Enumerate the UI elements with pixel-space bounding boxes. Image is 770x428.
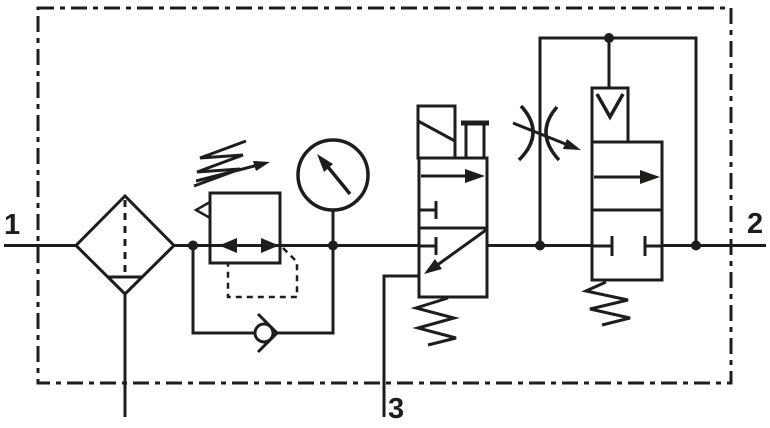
lower-blocked-port-right <box>643 236 662 256</box>
gauge-dial <box>296 138 370 212</box>
adjustment-arrow-shaft <box>512 121 569 147</box>
restrictor-arc-right <box>544 105 561 162</box>
solenoid-valve-3-2-symbol <box>382 104 489 417</box>
check-valve-seat <box>256 312 280 354</box>
gauge-needle-head <box>317 154 333 172</box>
regulator-arrow-left <box>219 238 237 253</box>
upper-flow-arrow-head <box>640 170 660 184</box>
exhaust-flow-arrow-head <box>424 259 442 274</box>
exhaust-line-to-port-3 <box>382 274 419 417</box>
pilot-loop-line <box>538 36 698 245</box>
manual-override-stems <box>464 125 486 158</box>
regulator-arrow-right <box>261 238 279 253</box>
restrictor-arc-left <box>517 104 535 162</box>
pressure-gauge-symbol <box>296 138 370 245</box>
gauge-needle <box>326 165 352 196</box>
enclosure-boundary <box>36 6 733 385</box>
junction-dot <box>691 240 701 251</box>
junction-dots <box>188 33 701 251</box>
pressure-regulator-symbol <box>193 139 299 299</box>
bypass-line-right <box>277 245 335 335</box>
junction-dot <box>604 33 614 43</box>
junction-dot <box>188 240 198 251</box>
adjustment-arrow-head <box>563 139 581 150</box>
lower-blocked-port <box>419 237 438 255</box>
flow-control-valve-symbol <box>512 104 581 162</box>
return-spring <box>581 280 631 327</box>
lower-blocked-port-left <box>592 236 614 256</box>
pilot-sensing-dashed-line <box>226 247 299 299</box>
solenoid-diagonal <box>417 119 456 143</box>
check-valve-bypass <box>191 245 335 354</box>
return-spring <box>410 296 460 347</box>
exhaust-flow-arrow-shaft <box>435 228 487 268</box>
adjustment-arrow-head <box>253 161 270 171</box>
port-3-label: 3 <box>388 393 404 425</box>
port-1-label: 1 <box>4 209 20 241</box>
port-labels: 1 2 3 <box>4 208 763 425</box>
bypass-line-left <box>191 245 255 335</box>
junction-dot <box>328 240 338 251</box>
port-2-label: 2 <box>747 208 763 240</box>
adjustment-arrow-shaft <box>195 163 259 183</box>
filter-water-separator-symbol <box>73 193 177 417</box>
pilot-circuit-lines <box>538 36 698 245</box>
upper-flow-arrow-head <box>465 169 485 183</box>
pilot-actuator-chevron <box>595 93 625 121</box>
check-valve-ball <box>253 322 275 344</box>
regulator-body <box>208 191 282 265</box>
upper-blocked-port <box>419 201 438 219</box>
relief-vent-triangle <box>193 199 212 221</box>
junction-dot <box>535 240 545 251</box>
pilot-valve-2-2-symbol <box>581 86 664 327</box>
solenoid-box <box>416 104 457 160</box>
